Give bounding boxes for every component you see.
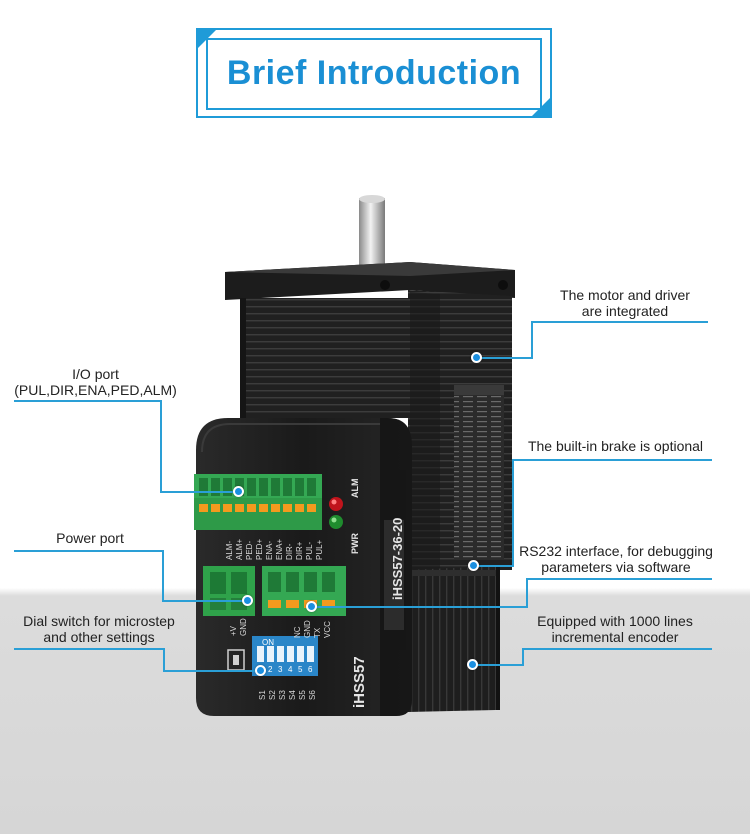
io-pin-label: ENA+ <box>275 539 284 560</box>
io-pin-label: ENA- <box>265 541 274 560</box>
leader-encoder-h2 <box>474 664 524 666</box>
io-pin-label: PED- <box>245 541 254 560</box>
leader-power-v <box>162 550 164 602</box>
dip-number: 3 <box>278 665 283 674</box>
dip-number: 4 <box>288 665 293 674</box>
title-badge: Brief Introduction <box>196 28 556 120</box>
annotation-encoder-line2: incremental encoder <box>551 629 679 645</box>
rs232-pin-label: TX <box>313 627 322 638</box>
rs232-terminal-block <box>262 566 346 616</box>
rs232-pin-label: NC <box>293 626 302 638</box>
leader-dial-h1 <box>14 648 165 650</box>
annotation-io-port-line2: (PUL,DIR,ENA,PED,ALM) <box>14 382 177 398</box>
leader-encoder-v <box>522 648 524 666</box>
motor-left-face <box>240 298 408 418</box>
leader-dial-h2 <box>163 670 260 672</box>
rs232-pin-label: GND <box>303 620 312 638</box>
leader-dial-v <box>163 648 165 672</box>
leader-brake-h1 <box>512 459 712 461</box>
marker-integrated <box>471 352 482 363</box>
annotation-rs232-line2: parameters via software <box>541 559 691 575</box>
page-title: Brief Introduction <box>226 54 522 92</box>
marker-io-port <box>233 486 244 497</box>
leader-rs232-h2 <box>312 606 528 608</box>
leader-io-port-h1 <box>14 400 162 402</box>
io-pin-label: DIR+ <box>295 541 304 560</box>
dip-switch <box>252 636 318 676</box>
leader-rs232-v <box>526 578 528 608</box>
power-pin-label: +V <box>229 625 238 636</box>
annotation-encoder-line1: Equipped with 1000 lines <box>537 613 693 629</box>
dip-switch-label: S5 <box>298 690 307 700</box>
leader-brake-h2 <box>474 565 514 567</box>
power-pin-label: GND <box>239 618 248 636</box>
annotation-rs232-line1: RS232 interface, for debugging <box>519 543 713 559</box>
power-terminal-block <box>203 566 255 616</box>
io-pin-label: PUL- <box>305 541 314 560</box>
annotation-power-port: Power port <box>40 530 140 546</box>
annotation-rs232: RS232 interface, for debugging parameter… <box>516 543 716 575</box>
model-side-text: iHSS57-36-20 <box>390 518 405 600</box>
io-pin-label: ALM+ <box>235 539 244 560</box>
annotation-integrated-line1: The motor and driver <box>560 287 690 303</box>
dip-number: 6 <box>308 665 313 674</box>
annotation-io-port: I/O port (PUL,DIR,ENA,PED,ALM) <box>8 366 183 398</box>
marker-encoder <box>467 659 478 670</box>
marker-power-port <box>242 595 253 606</box>
leader-power-h1 <box>14 550 164 552</box>
leader-io-port-v <box>160 400 162 493</box>
leader-power-h2 <box>162 600 247 602</box>
io-pin-label: PED+ <box>255 539 264 560</box>
leader-brake-v <box>512 459 514 567</box>
dip-switch-label: S6 <box>308 690 317 700</box>
annotation-brake: The built-in brake is optional <box>518 438 713 454</box>
leader-integrated-h1 <box>531 321 708 323</box>
io-pin-label: ALM- <box>225 541 234 560</box>
annotation-power-port-line1: Power port <box>56 530 124 546</box>
marker-dial-switch <box>255 665 266 676</box>
dip-number: 2 <box>268 665 273 674</box>
annotation-dial-switch-line2: and other settings <box>43 629 155 645</box>
status-leds <box>329 497 343 529</box>
io-terminal-block <box>194 474 322 530</box>
dip-number: 5 <box>298 665 303 674</box>
dip-switch-label: S2 <box>268 690 277 700</box>
title-frame-inner <box>206 38 542 110</box>
annotation-integrated-line2: are integrated <box>581 303 669 319</box>
dip-switch-label: S4 <box>288 690 297 700</box>
leader-integrated-h2 <box>478 357 533 359</box>
annotation-dial-switch-line1: Dial switch for microstep <box>23 613 175 629</box>
annotation-encoder: Equipped with 1000 lines incremental enc… <box>530 613 700 645</box>
motor-flange <box>225 262 515 300</box>
annotation-brake-line1: The built-in brake is optional <box>527 438 704 454</box>
motor-right-face <box>408 290 512 570</box>
rs232-pin-label: VCC <box>323 621 332 638</box>
title-frame-outer <box>196 28 552 118</box>
marker-brake <box>468 560 479 571</box>
leader-integrated-v <box>531 321 533 359</box>
marker-rs232 <box>306 601 317 612</box>
annotation-io-port-line1: I/O port <box>72 366 119 382</box>
title-corner-bottom-right <box>530 96 552 118</box>
annotation-integrated: The motor and driver are integrated <box>540 287 710 319</box>
annotation-dial-switch: Dial switch for microstep and other sett… <box>14 613 184 645</box>
io-pin-label: DIR- <box>285 543 294 560</box>
leader-io-port-h2 <box>160 491 238 493</box>
dip-on-label: ON <box>262 638 274 647</box>
model-front-text: iHSS57 <box>351 656 368 708</box>
title-corner-top-left <box>196 28 218 50</box>
alm-text: ALM <box>350 479 360 499</box>
dip-switch-label: S3 <box>278 690 287 700</box>
motor-encoder-section <box>408 566 500 712</box>
pwr-text: PWR <box>350 533 360 554</box>
dip-switch-label: S1 <box>258 690 267 700</box>
io-pin-label: PUL+ <box>315 539 324 560</box>
leader-rs232-h1 <box>526 578 712 580</box>
leader-encoder-h1 <box>522 648 712 650</box>
